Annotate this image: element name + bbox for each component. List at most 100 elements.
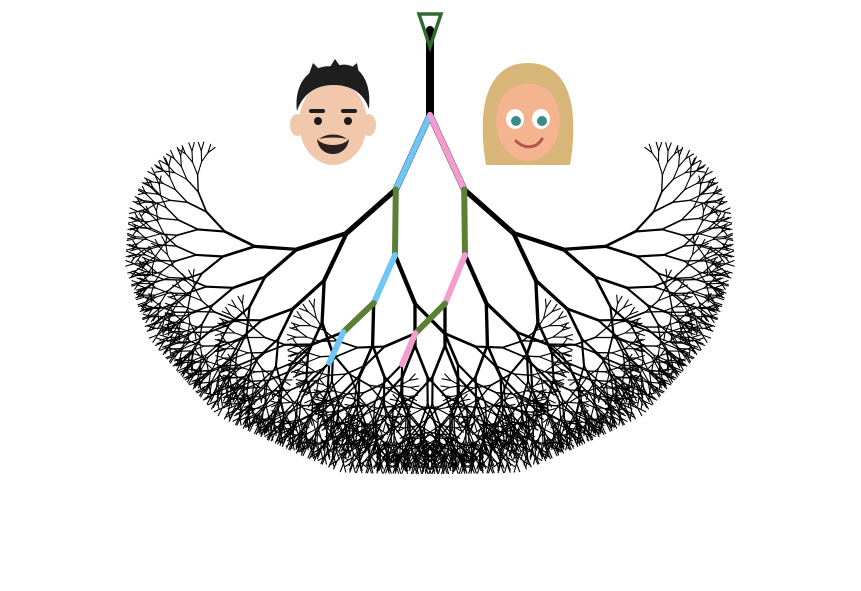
tree-branch <box>476 429 481 439</box>
tree-branch <box>188 368 199 373</box>
tree-branch <box>633 376 648 383</box>
tree-branch <box>418 464 423 474</box>
tree-branch <box>214 332 225 337</box>
tree-branch <box>603 406 611 417</box>
tree-branch <box>569 416 577 427</box>
tree-branch <box>506 463 511 473</box>
tree-branch <box>222 367 232 372</box>
tree-branch <box>657 353 661 366</box>
tree-branch <box>678 362 688 367</box>
tree-branch <box>561 247 597 279</box>
tree-branch <box>712 303 723 308</box>
tree-branch <box>684 170 697 174</box>
tree-branch <box>418 450 428 457</box>
tree-branch <box>170 291 177 301</box>
tree-branch <box>700 238 714 246</box>
tree-branch <box>328 460 338 466</box>
tree-branch <box>290 405 305 413</box>
tree-branch <box>680 207 695 221</box>
tree-branch <box>482 444 488 454</box>
tree-branch <box>697 217 713 223</box>
tree-branch <box>293 433 302 443</box>
tree-branch <box>184 361 197 364</box>
tree-branch <box>234 348 249 354</box>
tree-branch <box>280 424 284 437</box>
tree-branch <box>484 430 493 437</box>
tree-branch <box>697 164 706 170</box>
tree-branch <box>299 307 309 313</box>
tree-branch <box>420 462 429 469</box>
tree-branch <box>249 422 255 432</box>
tree-branch <box>438 443 447 453</box>
tree-branch <box>630 392 634 403</box>
tree-branch <box>543 311 553 320</box>
tree-branch <box>548 318 559 327</box>
tree-branch <box>638 396 644 406</box>
tree-branch <box>538 447 548 454</box>
tree-branch <box>299 432 309 442</box>
tree-branch <box>237 411 244 421</box>
tree-branch <box>333 436 342 442</box>
tree-branch <box>535 382 545 386</box>
tree-branch <box>587 420 590 433</box>
tree-branch <box>137 189 147 195</box>
tree-branch <box>231 275 267 290</box>
tree-branch <box>160 217 180 221</box>
tree-branch <box>465 457 474 464</box>
tree-branch <box>229 370 240 379</box>
tree-branch <box>659 366 663 379</box>
tree-branch <box>249 353 253 372</box>
tree-branch <box>620 393 624 404</box>
tree-branch <box>260 390 274 398</box>
tree-branch <box>249 391 258 405</box>
tree-branch <box>441 464 445 475</box>
tree-branch <box>356 345 386 349</box>
tree-branch <box>345 405 355 411</box>
tree-branch <box>673 366 680 376</box>
tree-branch <box>632 392 637 402</box>
tree-branch <box>521 417 528 432</box>
tree-branch <box>307 443 317 449</box>
tree-branch <box>694 315 699 327</box>
tree-branch <box>359 451 365 461</box>
tree-branch <box>661 178 674 193</box>
tree-branch <box>340 427 346 437</box>
tree-branch <box>188 142 193 152</box>
tree-branch <box>641 376 645 389</box>
tree-branch <box>330 421 341 424</box>
tree-branch <box>344 186 399 236</box>
tree-branch <box>135 263 146 272</box>
tree-branch <box>591 423 601 430</box>
tree-branch <box>171 322 180 336</box>
tree-branch <box>362 457 372 463</box>
tree-branch <box>372 402 376 421</box>
tree-branch <box>248 275 267 309</box>
tree-branch <box>225 306 231 316</box>
tree-branch <box>461 452 467 462</box>
tree-branch <box>326 361 331 391</box>
tree-branch <box>611 352 626 359</box>
tree-branch <box>142 303 152 308</box>
tree-branch <box>650 331 665 345</box>
tree-branch <box>326 450 331 460</box>
tree-branch <box>712 188 722 194</box>
tree-branch <box>389 457 399 464</box>
tree-branch <box>231 376 244 379</box>
tree-branch <box>658 141 663 152</box>
tree-branch <box>639 359 644 375</box>
tree-branch <box>690 271 704 279</box>
tree-branch <box>657 340 662 355</box>
tree-branch <box>233 411 244 417</box>
tree-branch <box>492 461 501 468</box>
tree-branch <box>552 447 562 453</box>
tree-branch <box>407 410 420 426</box>
tree-branch <box>663 245 685 256</box>
tree-branch <box>151 167 157 177</box>
tree-branch <box>293 315 303 320</box>
tree-branch <box>506 456 516 463</box>
tree-branch <box>287 345 297 351</box>
tree-branch <box>554 421 559 432</box>
tree-branch <box>443 344 459 379</box>
tree-branch <box>241 303 246 316</box>
tree-branch <box>386 423 392 433</box>
